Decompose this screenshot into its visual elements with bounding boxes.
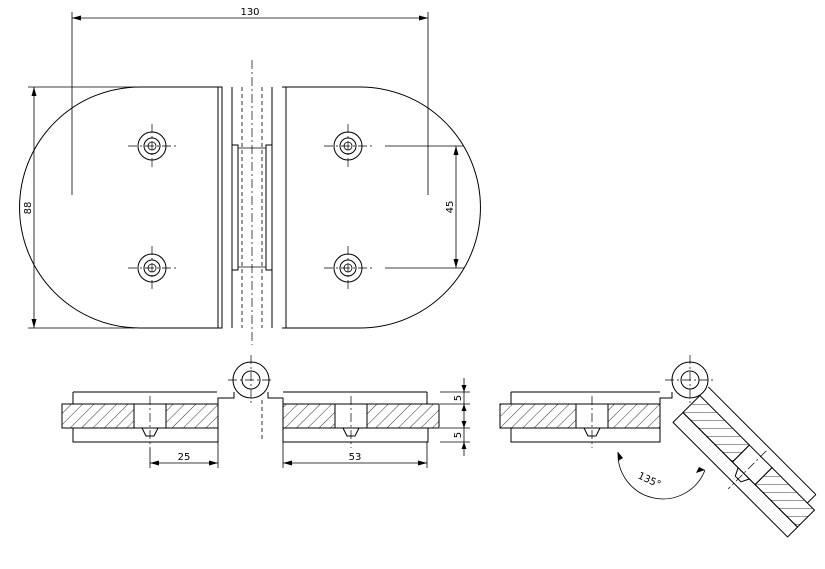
- left-leaf-outline: [19, 86, 223, 329]
- dimension-open-angle: 135°: [617, 451, 706, 500]
- dimension-thickness: 5 5: [440, 378, 470, 456]
- dimension-leaf-width: 53: [282, 442, 428, 468]
- right-leaf-section-b: [366, 403, 440, 429]
- dim-label-53: 53: [349, 452, 362, 463]
- dim-label-25: 25: [178, 452, 191, 463]
- dim-label-130: 130: [240, 7, 259, 18]
- rotated-leaf: [672, 386, 817, 538]
- screw-hole-bottom-left: [128, 246, 176, 290]
- dim-label-thickness-top: 5: [453, 395, 464, 401]
- dim-label-45: 45: [445, 201, 456, 214]
- dimension-overall-width: 130: [71, 7, 429, 195]
- left-leaf-section-a: [61, 403, 135, 429]
- dim-label-135: 135°: [636, 471, 662, 491]
- dim-label-88: 88: [23, 202, 34, 215]
- plan-view: 130 88 45: [19, 7, 481, 345]
- section-view-open: 135°: [499, 355, 817, 538]
- right-leaf-outline: [282, 86, 481, 329]
- screw-hole-top-left: [128, 124, 176, 168]
- section-view-flat: 25 53 5 5: [61, 355, 470, 468]
- screw-hole-bottom-right: [324, 246, 372, 290]
- left-leaf-section-b: [165, 403, 219, 429]
- hinge-barrel: [231, 60, 273, 345]
- dimension-overall-height: 88: [23, 86, 135, 329]
- dim-label-thickness-bottom: 5: [453, 432, 464, 438]
- right-leaf-section-a: [282, 403, 336, 429]
- screw-hole-top-right: [324, 124, 372, 168]
- dimension-hole-spacing: 45: [385, 145, 464, 269]
- dimension-hole-offset: 25: [149, 442, 219, 468]
